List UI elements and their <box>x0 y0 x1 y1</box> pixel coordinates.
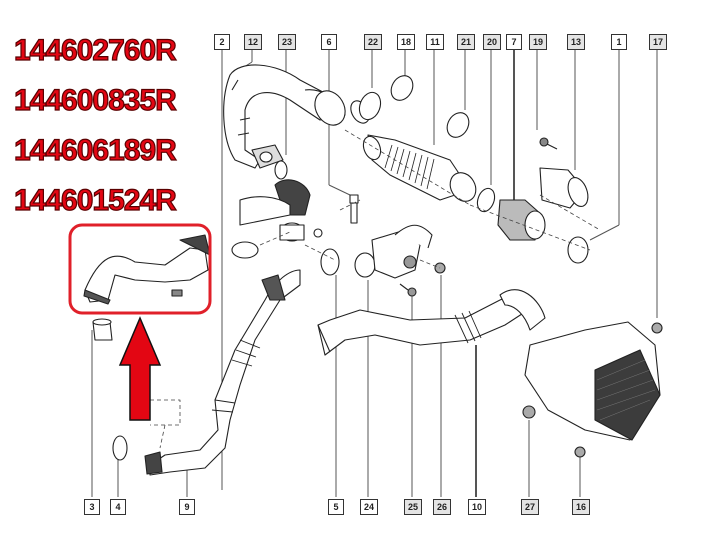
callout-16: 16 <box>572 499 590 515</box>
intercooler-outlet-hose <box>317 289 546 356</box>
bolt-25 <box>399 283 417 297</box>
leader-lines-bottom <box>91 275 581 497</box>
turbo-outlet <box>239 179 323 242</box>
callout-9: 9 <box>179 499 195 515</box>
hose-clamp-21 <box>446 112 470 138</box>
callout-17: 17 <box>649 34 667 50</box>
gasket-5 <box>320 248 340 276</box>
callout-27: 27 <box>521 499 539 515</box>
gasket-20 <box>476 187 496 213</box>
throttle-elbow <box>354 224 433 279</box>
part-number-list: 144602760R 144600835R 144606189R 1446015… <box>13 26 177 226</box>
corrugated-hose <box>362 134 477 202</box>
callout-20: 20 <box>483 34 501 50</box>
callout-25: 25 <box>404 499 422 515</box>
highlighted-hose <box>83 234 211 305</box>
intercooler-inlet-hose <box>144 269 301 476</box>
callout-2: 2 <box>214 34 230 50</box>
o-ring <box>231 241 259 259</box>
callout-5: 5 <box>328 499 344 515</box>
callout-13: 13 <box>567 34 585 50</box>
sleeve-13 <box>539 167 589 209</box>
callout-10: 10 <box>468 499 486 515</box>
part-number: 144606189R <box>13 133 177 167</box>
hose-clamp-18 <box>390 75 414 101</box>
red-arrow-up <box>118 316 162 421</box>
part-number: 144602760R <box>13 33 177 67</box>
callout-3: 3 <box>84 499 100 515</box>
ring-4 <box>112 435 128 461</box>
screw-19 <box>539 137 558 150</box>
assembly-guides <box>150 129 601 449</box>
part-number: 144600835R <box>13 83 177 117</box>
callout-21: 21 <box>457 34 475 50</box>
callout-12: 12 <box>244 34 262 50</box>
callout-26: 26 <box>433 499 451 515</box>
callout-6: 6 <box>321 34 337 50</box>
flange-gasket <box>251 144 288 180</box>
gasket-22 <box>358 91 382 121</box>
callout-11: 11 <box>426 34 444 50</box>
callout-19: 19 <box>529 34 547 50</box>
highlight-frame <box>68 223 212 315</box>
part-number: 144601524R <box>13 183 177 217</box>
intercooler <box>522 321 663 458</box>
air-flow-meter <box>497 199 546 241</box>
o-ring-1 <box>567 236 589 264</box>
callout-4: 4 <box>110 499 126 515</box>
callout-24: 24 <box>360 499 378 515</box>
callout-7: 7 <box>506 34 522 50</box>
callout-1: 1 <box>611 34 627 50</box>
callout-18: 18 <box>397 34 415 50</box>
clamp-3 <box>92 318 113 341</box>
bolt <box>349 194 359 224</box>
callout-23: 23 <box>278 34 296 50</box>
callout-22: 22 <box>364 34 382 50</box>
upper-turbo-hose <box>223 64 370 169</box>
